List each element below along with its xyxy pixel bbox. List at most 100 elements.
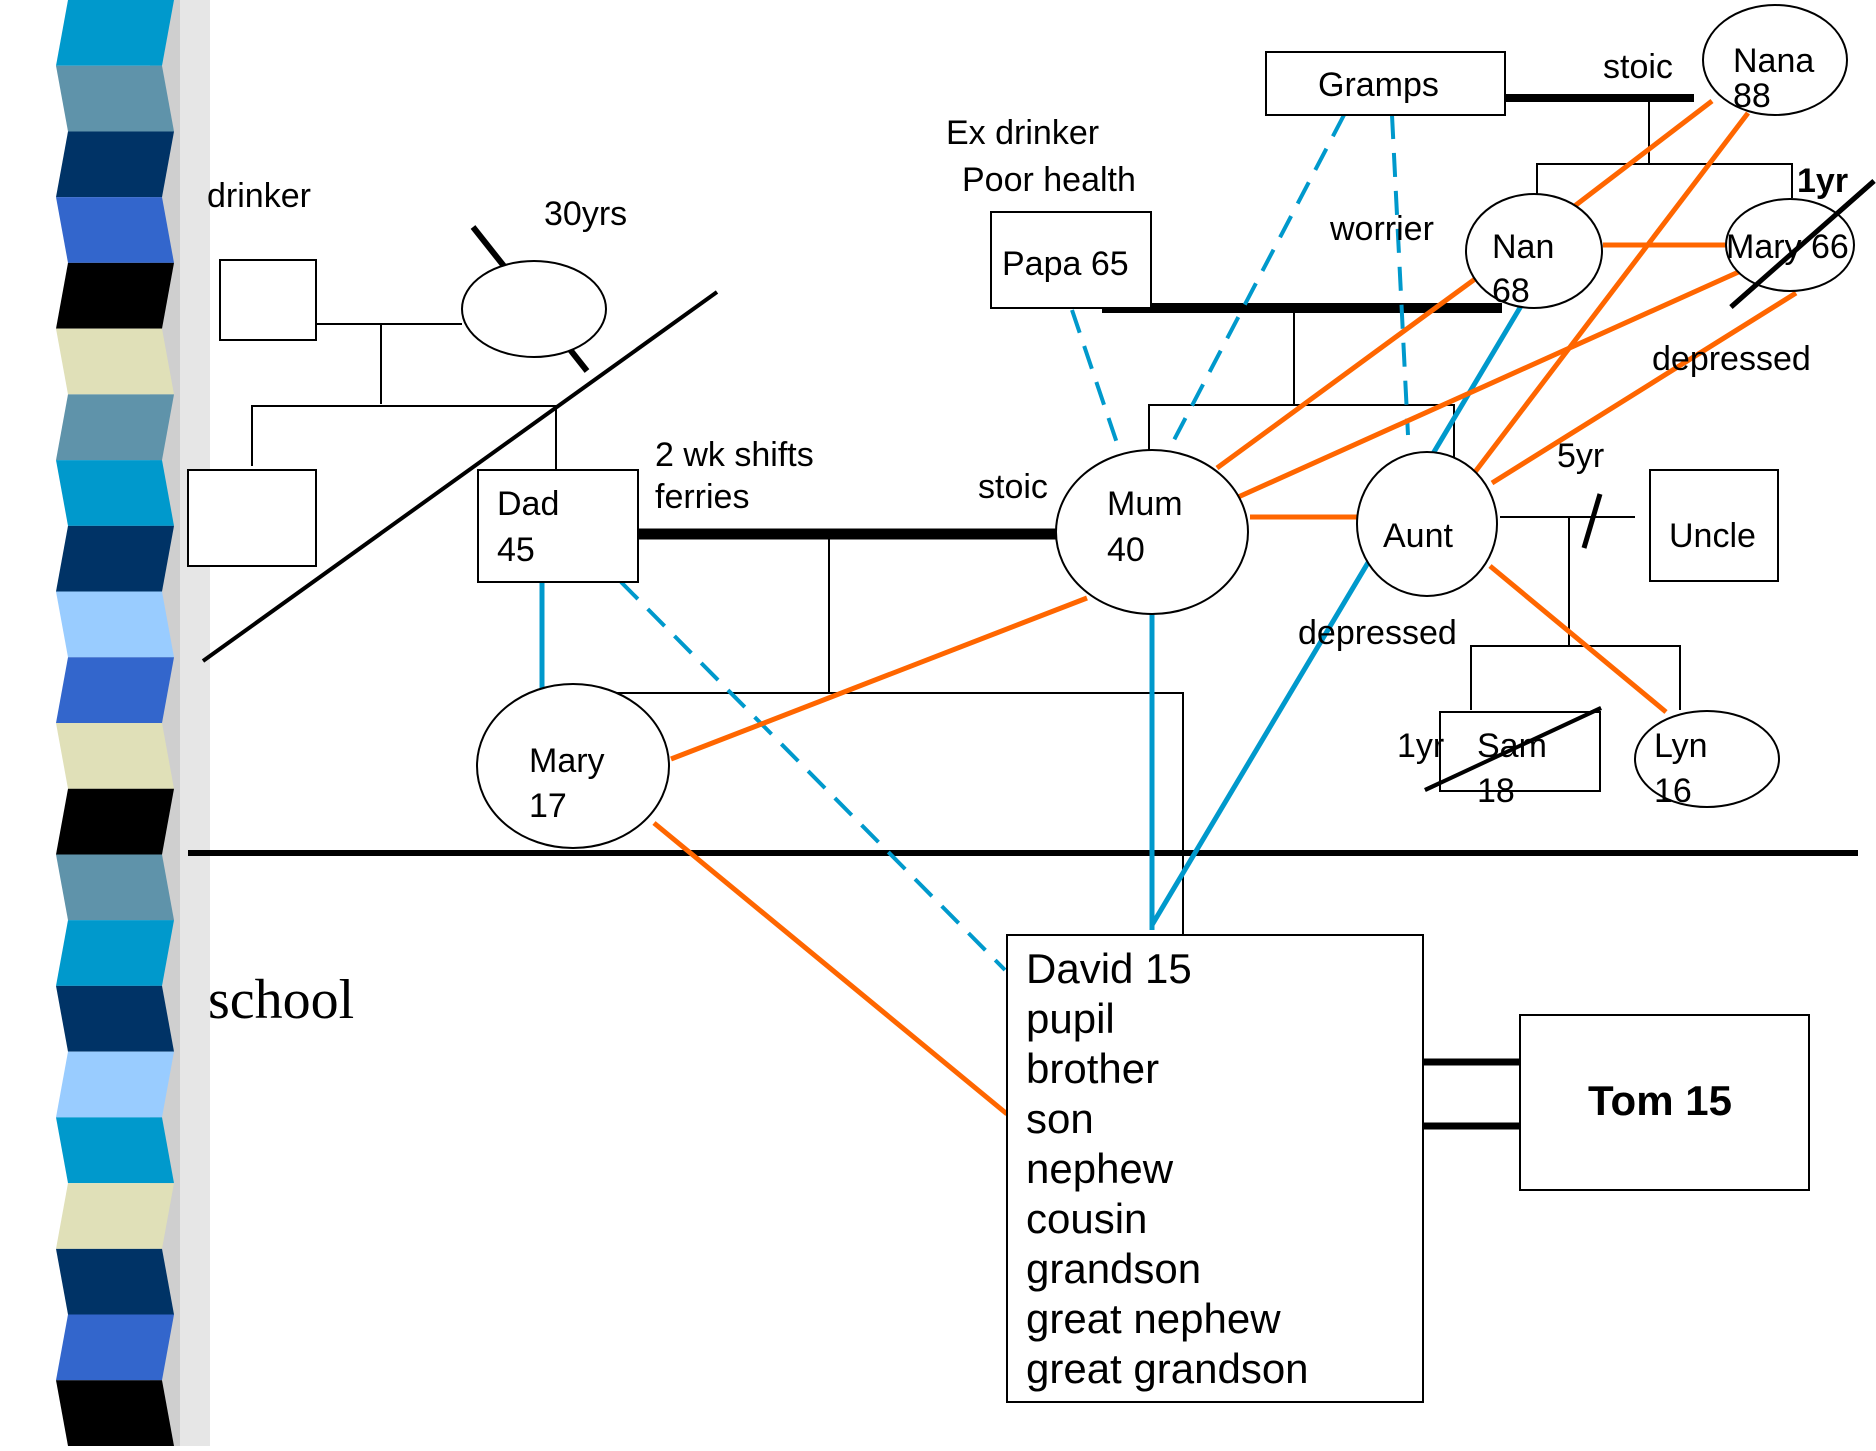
mum-siblings-line [1148, 311, 1295, 467]
dad-parents-marriage-line [316, 323, 462, 404]
mum-mary-conflict-line [670, 595, 1088, 762]
strip-band [56, 131, 174, 198]
dad-siblings-line [251, 405, 557, 469]
david-roles-list: David 15pupilbrothersonnephewcousingrand… [1026, 945, 1309, 1392]
david-role-item: pupil [1026, 995, 1115, 1042]
strip-band [56, 0, 174, 66]
strip-band [56, 328, 174, 395]
david-role-item: great grandson [1026, 1345, 1309, 1392]
lyn-node [1634, 710, 1780, 808]
david-role-item: great nephew [1026, 1295, 1281, 1342]
gramps-children-line-right [1649, 163, 1793, 198]
strip-band [56, 197, 174, 263]
mum-name: Mum [1107, 485, 1183, 523]
nana-aunt-conflict-line [1473, 111, 1750, 474]
sam-age: 18 [1477, 772, 1515, 810]
grandma-dad-side-node [461, 260, 607, 358]
one-yr-mary-note: 1yr [1797, 162, 1848, 200]
mum-age: 40 [1107, 531, 1145, 569]
strip-band [56, 1248, 174, 1315]
uncle-label: Uncle [1669, 517, 1756, 555]
depressed-aunt-note: depressed [1298, 614, 1457, 652]
sam-deceased-slash-top [1424, 706, 1602, 792]
mary-david-conflict-line [652, 821, 1009, 1116]
stoic-gramps-note: stoic [1603, 48, 1673, 86]
gramps-label: Gramps [1318, 66, 1439, 104]
gramps-mum-dashed-line [1172, 114, 1346, 441]
aunt-lyn-conflict-line [1488, 564, 1668, 714]
mary-sister-name: Mary [529, 742, 605, 780]
aunt-label: Aunt [1383, 517, 1453, 555]
ex-drinker-note: Ex drinker [946, 114, 1099, 152]
ferries-note: ferries [655, 478, 749, 516]
dad-family-cutoff-line [201, 290, 719, 663]
strip-band [56, 262, 174, 329]
conflict-relationship-lines [652, 99, 1798, 1116]
mary66-aunt-conflict-line [1490, 290, 1798, 486]
david-role-item: cousin [1026, 1195, 1147, 1242]
aunt-node [1356, 451, 1498, 597]
mary-great-aunt-node [1725, 198, 1855, 292]
strip-band [56, 788, 174, 855]
mary-sister-age: 17 [529, 787, 567, 825]
poor-health-note: Poor health [962, 161, 1136, 199]
mary-great-aunt-deceased-slash-top [1729, 179, 1876, 309]
dad-mum-children-line-right [829, 692, 1184, 935]
stoic-mum-note: stoic [978, 468, 1048, 506]
mum-node [1055, 449, 1249, 615]
aunt-uncle-children-line [1470, 517, 1570, 710]
strip-band [56, 65, 174, 132]
nana-age: 88 [1733, 77, 1771, 115]
tom-node [1519, 1014, 1810, 1191]
close-relationship-lines [539, 114, 1524, 972]
strip-band [56, 591, 174, 658]
aunt-sibling-connector [1294, 404, 1455, 460]
dad-name: Dad [497, 485, 559, 523]
mary66-mum-conflict-line [1234, 267, 1745, 501]
sam-node [1439, 711, 1601, 792]
strip-band [56, 460, 174, 526]
strip-band [56, 1314, 174, 1381]
uncle-dad-side-node [187, 469, 317, 567]
strip-band [56, 657, 174, 723]
strip-band [56, 985, 174, 1052]
david-role-item: nephew [1026, 1145, 1174, 1192]
strip-band [56, 854, 174, 921]
gramps-node [1265, 51, 1506, 116]
dad-age: 45 [497, 531, 535, 569]
papa-mum-dashed-line [1070, 309, 1122, 453]
five-yr-note: 5yr [1557, 437, 1604, 475]
david-role-item: grandson [1026, 1245, 1201, 1292]
nana-name: Nana [1733, 42, 1814, 80]
strip-band [56, 525, 174, 592]
dad-node [477, 469, 639, 583]
lyn-age: 16 [1654, 772, 1692, 810]
david-name: David 15 [1026, 945, 1192, 992]
nana-node [1702, 4, 1848, 116]
nan-david-close-line [1149, 304, 1524, 927]
david-node [1006, 934, 1424, 1403]
strip-band [56, 1051, 174, 1118]
one-yr-sam-note: 1yr [1397, 727, 1444, 765]
depressed-mary-note: depressed [1652, 340, 1811, 378]
decorative-left-strip [56, 0, 210, 1446]
shifts-note: 2 wk shifts [655, 436, 814, 474]
nan-age: 68 [1492, 272, 1530, 310]
strip-band [56, 394, 174, 461]
aunt-uncle-children-line-right [1569, 645, 1681, 710]
gramps-aunt-dashed-line [1390, 114, 1410, 436]
uncle-separation-slash [1581, 493, 1603, 549]
tom-label: Tom 15 [1588, 1077, 1732, 1124]
worrier-note: worrier [1329, 210, 1434, 248]
david-role-item: son [1026, 1095, 1094, 1142]
strip-band [56, 1117, 174, 1184]
drinker-note: drinker [207, 177, 311, 215]
david-role-item: brother [1026, 1045, 1159, 1092]
papa-label: Papa 65 [1002, 245, 1129, 283]
nan-mum-conflict-line [1215, 276, 1477, 471]
strip-band [56, 920, 174, 986]
lyn-name: Lyn [1654, 727, 1708, 765]
school-label: school [208, 969, 354, 1031]
